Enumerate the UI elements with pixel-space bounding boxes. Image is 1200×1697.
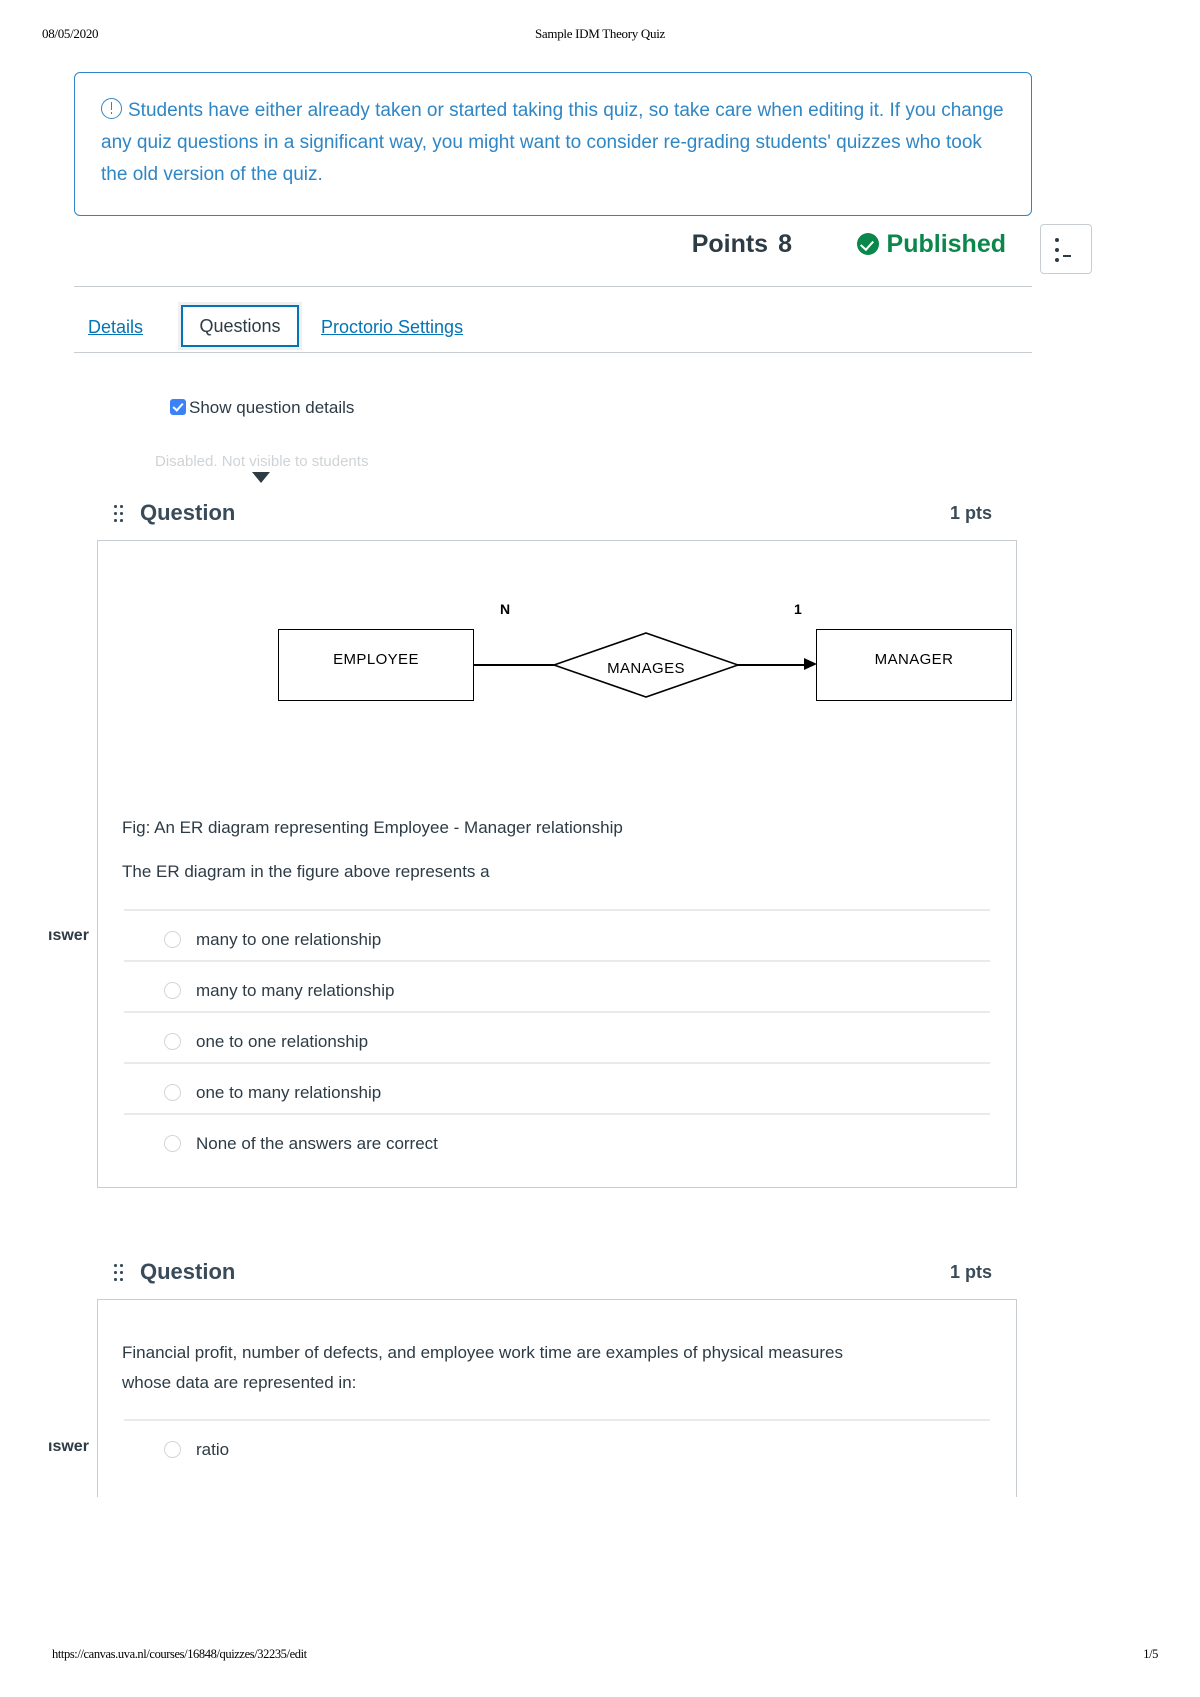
er-entity-manager: MANAGER: [816, 629, 1012, 701]
option-label: None of the answers are correct: [196, 1134, 438, 1153]
er-relationship-label: MANAGES: [607, 660, 685, 677]
option-label: one to one relationship: [196, 1032, 369, 1051]
question-title: Question: [140, 1259, 236, 1284]
quiz-edit-warning-alert: Students have either already taken or st…: [74, 72, 1032, 216]
question-prompt-line2: whose data are represented in:: [122, 1373, 357, 1392]
er-connector-right: [736, 664, 806, 666]
question-points: 1 pts: [949, 503, 992, 523]
radio-icon[interactable]: [164, 1033, 181, 1050]
kebab-dash: [1063, 255, 1071, 257]
alert-text: Students have either already taken or st…: [101, 100, 1004, 185]
print-header: 08/05/2020 Sample IDM Theory Quiz: [0, 26, 1200, 46]
option-divider: [124, 1113, 990, 1115]
option-row[interactable]: one to many relationship: [164, 1077, 984, 1113]
checkbox-checked-icon[interactable]: [170, 399, 186, 415]
radio-icon[interactable]: [164, 1084, 181, 1101]
option-divider: [124, 960, 990, 962]
quiz-header-row: Points 8 Published: [74, 224, 1092, 276]
option-label: many to one relationship: [196, 930, 382, 949]
option-divider: [124, 1419, 990, 1421]
er-entity-employee: EMPLOYEE: [278, 629, 474, 701]
tab-details[interactable]: Details: [88, 317, 144, 337]
status-badge: Published: [856, 230, 1006, 259]
question-body: Financial profit, number of defects, and…: [97, 1299, 1017, 1497]
answer-label: ıswer: [48, 1438, 89, 1455]
footer-url: https://canvas.uva.nl/courses/16848/quiz…: [52, 1647, 307, 1661]
question-header: Question 1 pts: [114, 500, 992, 530]
tab-questions[interactable]: Questions: [181, 305, 299, 347]
radio-icon[interactable]: [164, 1135, 181, 1152]
radio-icon[interactable]: [164, 1441, 181, 1458]
option-row[interactable]: many to many relationship: [164, 975, 984, 1011]
er-diagram-figure: EMPLOYEE MANAGES MANAGER N 1: [278, 601, 1016, 731]
er-relationship-shape: MANAGES: [552, 631, 740, 699]
er-arrowhead-icon: [804, 658, 817, 670]
check-circle-icon: [856, 233, 879, 255]
show-question-details-label: Show question details: [189, 398, 355, 417]
exclamation-circle-icon: [101, 98, 122, 119]
answer-label: ıswer: [48, 927, 89, 944]
radio-icon[interactable]: [164, 931, 181, 948]
question-title: Question: [140, 500, 236, 525]
option-label: ratio: [196, 1440, 230, 1459]
points-display: Points 8: [692, 230, 792, 259]
option-label: one to many relationship: [196, 1083, 382, 1102]
option-divider: [124, 909, 990, 911]
print-title: Sample IDM Theory Quiz: [535, 26, 665, 41]
print-footer: https://canvas.uva.nl/courses/16848/quiz…: [0, 1647, 1200, 1667]
tabs-divider: [74, 352, 1032, 353]
more-options-button[interactable]: [1040, 224, 1092, 274]
option-label: many to many relationship: [196, 981, 395, 1000]
figure-caption: Fig: An ER diagram representing Employee…: [122, 818, 623, 837]
quiz-tabs: Details Questions Proctorio Settings: [74, 305, 1032, 351]
option-row[interactable]: many to one relationship: [164, 924, 984, 960]
tooltip-caret-icon: [252, 472, 270, 483]
header-divider: [74, 286, 1032, 287]
show-question-details-toggle[interactable]: Show question details: [170, 398, 354, 418]
points-value: 8: [778, 230, 792, 258]
option-row[interactable]: ratio: [164, 1434, 984, 1470]
question-prompt-line1: Financial profit, number of defects, and…: [122, 1343, 843, 1362]
option-row[interactable]: None of the answers are correct: [164, 1128, 984, 1164]
er-cardinality-right: 1: [794, 601, 802, 617]
disabled-hint-text: Disabled. Not visible to students: [155, 453, 369, 470]
published-label: Published: [886, 230, 1006, 258]
er-cardinality-left: N: [500, 601, 511, 617]
tab-proctorio-settings[interactable]: Proctorio Settings: [321, 317, 464, 337]
option-row[interactable]: one to one relationship: [164, 1026, 984, 1062]
footer-page-number: 1/5: [1143, 1647, 1158, 1661]
question-points: 1 pts: [949, 1262, 992, 1282]
kebab-menu-icon: [1055, 238, 1059, 268]
drag-handle-icon[interactable]: [114, 1264, 123, 1284]
question-prompt: The ER diagram in the figure above repre…: [122, 862, 490, 881]
option-divider: [124, 1062, 990, 1064]
question-header: Question 1 pts: [114, 1259, 992, 1289]
question-body: EMPLOYEE MANAGES MANAGER N 1 Fig: An ER …: [97, 540, 1017, 1188]
drag-handle-icon[interactable]: [114, 505, 123, 525]
er-connector-left: [474, 664, 554, 666]
points-label: Points: [691, 230, 769, 258]
option-divider: [124, 1011, 990, 1013]
radio-icon[interactable]: [164, 982, 181, 999]
print-date: 08/05/2020: [42, 26, 99, 41]
